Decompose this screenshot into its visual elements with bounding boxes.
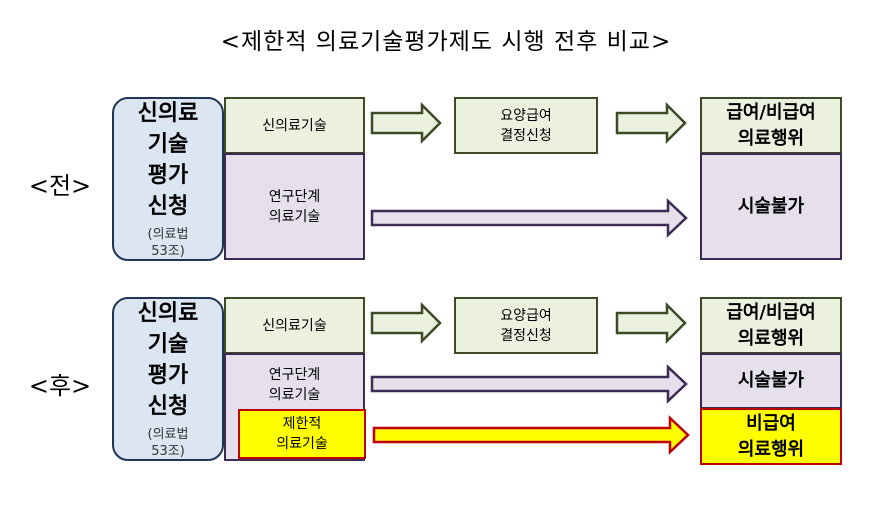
before-apply-box: 신의료 기술 평가 신청 (의료법 53조): [112, 97, 224, 261]
after-label: <후>: [28, 372, 92, 400]
before-arrow-to-not-allowed: [370, 198, 688, 238]
diagram-title: <제한적 의료기술평가제도 시행 전후 비교>: [220, 29, 672, 55]
after-apply-box: 신의료 기술 평가 신청 (의료법 53조): [112, 297, 224, 461]
after-arrow-to-not-allowed: [370, 364, 688, 404]
after-research-tech-text: 연구단계 의료기술: [268, 367, 321, 403]
before-arrow-to-decision: [370, 101, 442, 145]
before-apply-main-text: 신의료 기술 평가 신청: [137, 101, 199, 219]
before-benefit-result-box: 급여/비급여 의료행위: [700, 97, 842, 154]
after-arrow-to-benefit: [615, 301, 687, 345]
before-label: <전>: [28, 172, 92, 200]
before-research-tech-box: 연구단계 의료기술: [224, 153, 365, 260]
after-non-benefit-box: 비급여 의료행위: [700, 408, 842, 465]
after-decision-box: 요양급여 결정신청: [454, 297, 598, 354]
after-new-tech-box: 신의료기술: [224, 297, 365, 354]
before-apply-sub-text: (의료법 53조): [147, 227, 189, 259]
after-limited-tech-box: 제한적 의료기술: [238, 409, 366, 459]
after-not-allowed-box: 시술불가: [700, 353, 842, 409]
before-new-tech-box: 신의료기술: [224, 97, 365, 154]
before-arrow-to-benefit: [615, 101, 687, 145]
after-apply-sub-text: (의료법 53조): [147, 427, 189, 459]
before-decision-box: 요양급여 결정신청: [454, 97, 598, 154]
before-not-allowed-box: 시술불가: [700, 153, 842, 260]
after-arrow-to-non-benefit: [372, 415, 690, 455]
after-arrow-to-decision: [370, 301, 442, 345]
after-apply-main-text: 신의료 기술 평가 신청: [137, 301, 199, 419]
after-benefit-result-box: 급여/비급여 의료행위: [700, 297, 842, 354]
